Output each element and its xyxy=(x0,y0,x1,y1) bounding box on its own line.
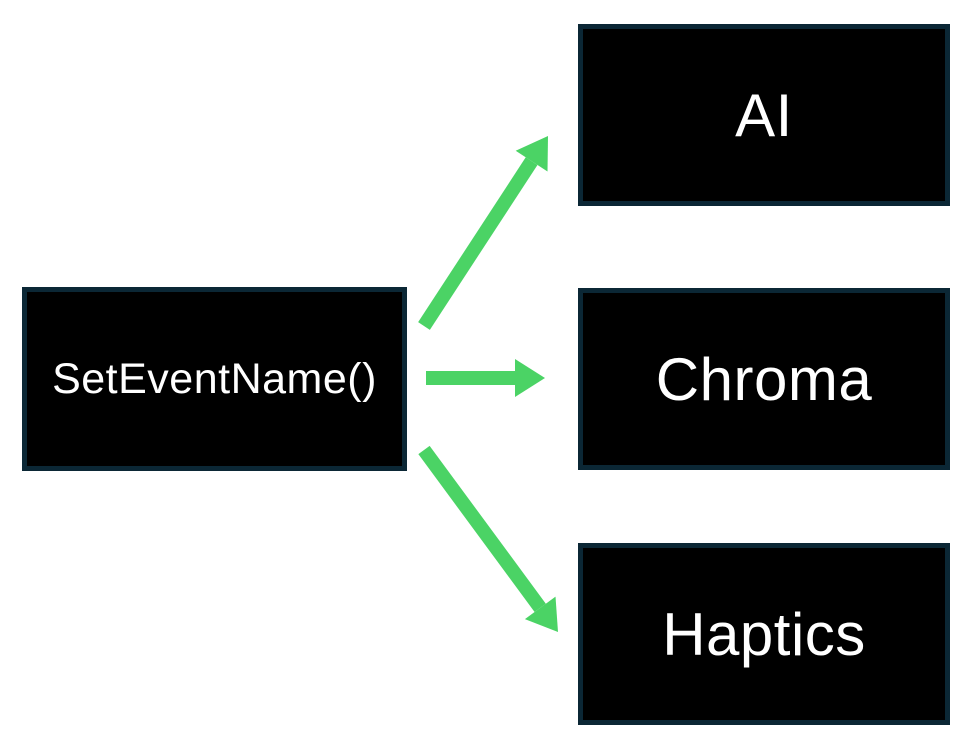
arrow-head-chroma xyxy=(515,359,545,397)
node-haptics-label: Haptics xyxy=(662,600,866,668)
node-ai: AI xyxy=(578,24,950,206)
arrow-head-ai xyxy=(515,136,548,172)
node-ai-label: AI xyxy=(735,81,793,149)
arrow-head-haptics xyxy=(524,596,558,632)
node-chroma-label: Chroma xyxy=(655,345,873,413)
arrow-shaft-ai xyxy=(418,157,538,330)
arrow-shaft-haptics xyxy=(418,445,546,612)
node-seteventname-label: SetEventName() xyxy=(52,354,377,403)
node-chroma: Chroma xyxy=(578,288,950,470)
node-seteventname: SetEventName() xyxy=(22,287,407,471)
node-haptics: Haptics xyxy=(578,543,950,725)
